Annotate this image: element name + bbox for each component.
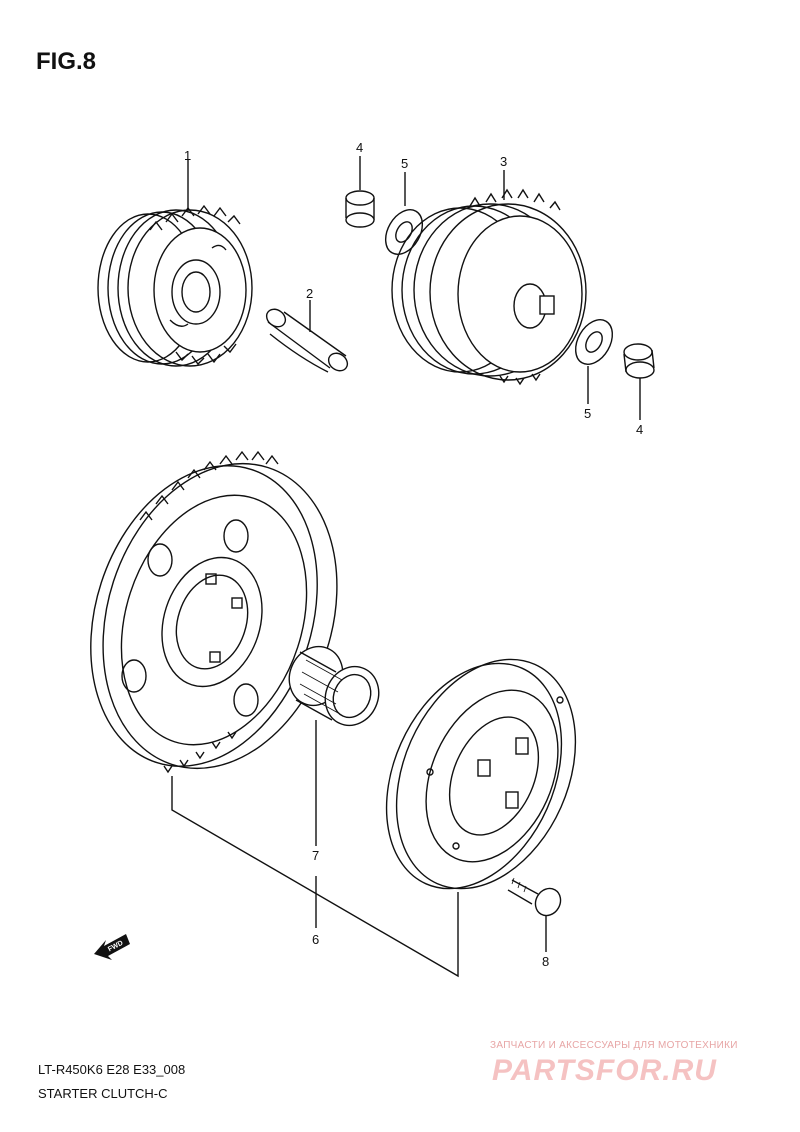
figure-title: FIG.8	[36, 48, 97, 75]
part-label: 8	[542, 954, 549, 969]
idler-gear-part-3[interactable]	[391, 188, 587, 386]
fwd-arrow-icon	[94, 934, 130, 960]
double-gear-part-1[interactable]	[97, 204, 253, 367]
part-label: 4	[636, 422, 643, 437]
watermark-tagline: ЗАПЧАСТИ И АКСЕССУАРЫ ДЛЯ МОТОТЕХНИКИ	[490, 1040, 738, 1051]
washer-part-5-lower[interactable]	[568, 313, 620, 371]
washer-part-5-upper[interactable]	[378, 203, 430, 261]
part-label: 4	[356, 140, 363, 155]
part-label: 3	[500, 154, 507, 169]
bushing-part-4-upper[interactable]	[345, 190, 375, 228]
part-label: 7	[312, 848, 319, 863]
part-label: 5	[401, 156, 408, 171]
watermark-logo: PARTSFOR.RU	[492, 1054, 717, 1087]
part-label: 6	[312, 932, 319, 947]
needle-bearing-part-7[interactable]	[280, 638, 388, 734]
shaft-pin-part-2[interactable]	[263, 306, 351, 375]
part-label: 2	[306, 286, 313, 301]
starter-driven-gear-part-6[interactable]	[54, 433, 375, 799]
section-name: STARTER CLUTCH-C	[38, 1086, 168, 1101]
starter-clutch-body[interactable]	[353, 631, 610, 917]
leader-bracket-6	[171, 776, 459, 978]
model-code: LT-R450K6 E28 E33_008	[38, 1062, 186, 1077]
part-label: 5	[584, 406, 591, 421]
bushing-part-4-lower[interactable]	[623, 343, 655, 379]
part-label: 1	[184, 148, 191, 163]
bolt-part-8[interactable]	[507, 877, 565, 920]
